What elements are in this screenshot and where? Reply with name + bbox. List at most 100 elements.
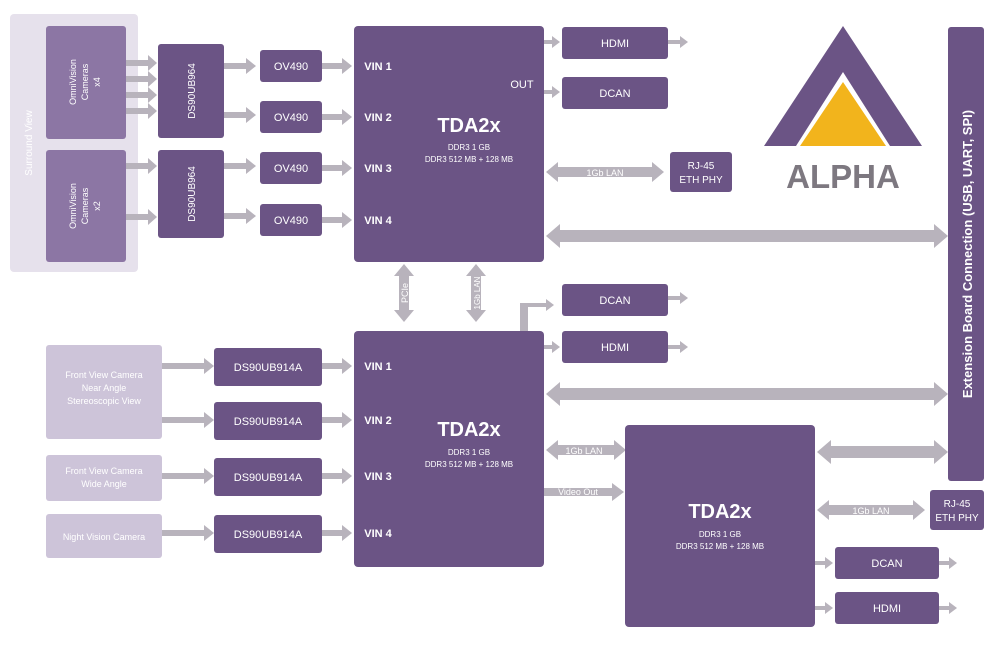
hdmi-bottom xyxy=(835,592,939,624)
tda2x-middle-vin4: VIN 4 xyxy=(364,528,392,540)
hdmi-middle-label: HDMI xyxy=(601,342,629,354)
tda2x-bottom xyxy=(625,425,815,627)
tda2x-bottom-mem1: DDR3 1 GB xyxy=(699,530,741,539)
arrows-ov490-to-tda2x-top xyxy=(322,58,352,228)
arrow-tda2x-bottom-to-dcan xyxy=(815,557,833,569)
ds90ub964-bottom-label: DS90UB964 xyxy=(187,166,198,222)
hdmi-top xyxy=(562,27,668,59)
dcan-middle xyxy=(562,284,668,316)
front-wide-line2: Wide Angle xyxy=(81,479,127,489)
arrow-hdmi-bottom-out xyxy=(939,602,957,614)
ext-bus-arrow-top xyxy=(546,224,948,248)
night-vision-label: Night Vision Camera xyxy=(63,532,145,542)
ov490-1-label: OV490 xyxy=(274,61,308,73)
arrows-front-cameras-to-serializer xyxy=(162,358,214,541)
dcan-top xyxy=(562,77,668,109)
surround-view-label: Surround View xyxy=(24,110,35,176)
omnivision-cameras-x2 xyxy=(46,150,126,262)
pcie-label: PCIe xyxy=(400,283,410,303)
cameras-x2-line2: Cameras xyxy=(80,187,90,224)
lan-label-middle-bottom: 1Gb LAN xyxy=(565,446,602,456)
cameras-x4-line3: x4 xyxy=(92,77,102,87)
ext-bus-arrow-middle xyxy=(546,382,948,406)
video-out-arrow xyxy=(544,483,624,501)
dcan-bottom xyxy=(835,547,939,579)
front-near-line2: Near Angle xyxy=(82,383,127,393)
omnivision-cameras-x4 xyxy=(46,26,126,139)
front-wide-line1: Front View Camera xyxy=(65,466,142,476)
alpha-logo-triangle xyxy=(800,82,886,146)
arrow-tda2x-bottom-to-hdmi xyxy=(815,602,833,614)
ds90ub914a-3 xyxy=(214,458,322,496)
ds90ub914a-4 xyxy=(214,515,322,553)
tda2x-top-mem2: DDR3 512 MB + 128 MB xyxy=(425,155,513,164)
ds90ub914a-2 xyxy=(214,402,322,440)
cameras-x4-line2: Cameras xyxy=(80,63,90,100)
dcan-bottom-label: DCAN xyxy=(871,558,902,570)
ds90ub914a-1-label: DS90UB914A xyxy=(234,362,303,374)
rj45-top-line1: RJ-45 xyxy=(688,161,715,172)
lan-arrow-bottom xyxy=(817,500,925,520)
front-view-camera-wide xyxy=(46,455,162,501)
lan-arrow-top xyxy=(546,162,664,182)
tda2x-middle-title: TDA2x xyxy=(437,419,500,441)
arrow-tda2x-middle-to-hdmi xyxy=(544,341,560,353)
tda2x-middle-vin1: VIN 1 xyxy=(364,361,392,373)
arrows-tda2x-top-outputs xyxy=(544,36,688,98)
rj45-top-line2: ETH PHY xyxy=(679,175,723,186)
tda2x-middle xyxy=(354,331,544,567)
pcie-arrow xyxy=(394,264,414,322)
ov490-4-label: OV490 xyxy=(274,215,308,227)
front-near-line3: Stereoscopic View xyxy=(67,396,141,406)
tda2x-top-title: TDA2x xyxy=(437,115,500,137)
lan-label-bottom: 1Gb LAN xyxy=(852,506,889,516)
tda2x-top-mem1: DDR3 1 GB xyxy=(448,143,490,152)
hdmi-middle xyxy=(562,331,668,363)
tda2x-top-out: OUT xyxy=(510,79,534,91)
night-vision-camera xyxy=(46,514,162,558)
arrow-hdmi-middle-out xyxy=(668,341,688,353)
tda2x-middle-vin3: VIN 3 xyxy=(364,471,392,483)
alpha-logo-mark xyxy=(764,26,922,146)
extension-board-connector xyxy=(948,27,984,481)
front-view-camera-near xyxy=(46,345,162,439)
ov490-2-label: OV490 xyxy=(274,112,308,124)
ds90ub914a-4-label: DS90UB914A xyxy=(234,529,303,541)
lan-label-top: 1Gb LAN xyxy=(586,168,623,178)
dcan-top-label: DCAN xyxy=(599,88,630,100)
ov490-1 xyxy=(260,50,322,82)
arrows-cameras-to-ds90ub964-top xyxy=(126,55,157,119)
tda2x-top-vin1: VIN 1 xyxy=(364,61,392,73)
tda2x-middle-vin2: VIN 2 xyxy=(364,415,392,427)
ov490-3-label: OV490 xyxy=(274,163,308,175)
ov490-4 xyxy=(260,204,322,236)
rj45-bottom xyxy=(930,490,984,530)
tda2x-bottom-title: TDA2x xyxy=(688,501,751,523)
tda2x-middle-mem2: DDR3 512 MB + 128 MB xyxy=(425,460,513,469)
rj45-bottom-line1: RJ-45 xyxy=(944,499,971,510)
alpha-logo: ALPHA xyxy=(764,26,922,195)
ds90ub964-top xyxy=(158,44,224,138)
tda2x-bottom-mem2: DDR3 512 MB + 128 MB xyxy=(676,542,764,551)
cameras-x4-line1: OmniVision xyxy=(68,59,78,105)
tda2x-top-vin2: VIN 2 xyxy=(364,112,392,124)
ov490-3 xyxy=(260,152,322,184)
tda2x-middle-mem1: DDR3 1 GB xyxy=(448,448,490,457)
lan-arrow-middle-bottom xyxy=(546,440,626,460)
rj45-top xyxy=(670,152,732,192)
extension-board-label: Extension Board Connection (USB, UART, S… xyxy=(960,110,975,398)
hdmi-bottom-label: HDMI xyxy=(873,603,901,615)
dcan-middle-label: DCAN xyxy=(599,295,630,307)
video-out-label: Video Out xyxy=(558,487,598,497)
ov490-2 xyxy=(260,101,322,133)
cameras-x2-line1: OmniVision xyxy=(68,183,78,229)
alpha-logo-text: ALPHA xyxy=(786,158,900,195)
arrows-cameras-to-ds90ub964-bottom xyxy=(126,158,157,225)
ds90ub964-top-label: DS90UB964 xyxy=(187,63,198,119)
arrow-tda2x-middle-to-dcan xyxy=(520,299,554,331)
cameras-x2-line3: x2 xyxy=(92,201,102,211)
arrow-dcan-bottom-out xyxy=(939,557,957,569)
ds90ub914a-3-label: DS90UB914A xyxy=(234,472,303,484)
